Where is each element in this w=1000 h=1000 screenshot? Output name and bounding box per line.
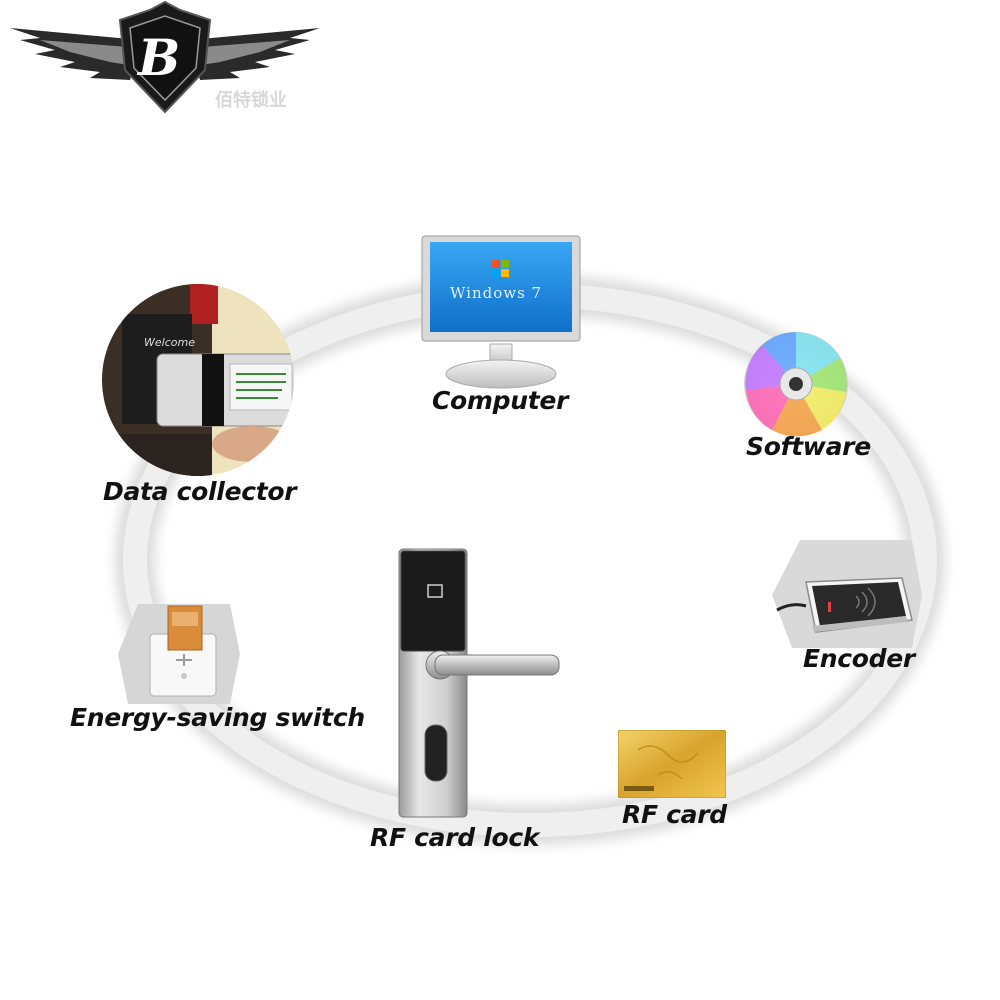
- screen-text: Windows 7: [450, 284, 543, 302]
- software-node: [742, 330, 850, 438]
- brand-logo: B 佰特锁业: [0, 0, 330, 125]
- logo-text: 佰特锁业: [215, 90, 287, 111]
- rf-card-node: [618, 730, 726, 798]
- energy-switch-icon: [118, 604, 240, 704]
- label-software: Software: [746, 432, 871, 461]
- rf-card-icon: [618, 730, 726, 798]
- collector-screen-text: Welcome: [144, 336, 195, 349]
- cd-icon: [744, 332, 848, 437]
- logo-letter: B: [138, 28, 181, 87]
- encoder-icon: [772, 540, 922, 648]
- encoder-node: [772, 540, 922, 650]
- computer-node: Windows 7: [420, 232, 585, 392]
- label-energy-switch: Energy-saving switch: [70, 703, 365, 732]
- data-collector-node: Welcome: [102, 284, 294, 476]
- label-computer: Computer: [432, 386, 569, 415]
- label-rf-card: RF card: [622, 800, 727, 829]
- rf-lock-node: [395, 545, 565, 820]
- winged-shield-icon: [10, 0, 320, 114]
- computer-icon: [421, 235, 581, 389]
- door-lock-icon: [398, 548, 560, 818]
- label-rf-card-lock: RF card lock: [370, 823, 540, 852]
- energy-switch-node: [118, 604, 240, 704]
- label-data-collector: Data collector: [103, 477, 297, 506]
- label-encoder: Encoder: [803, 644, 915, 673]
- data-collector-icon: [102, 284, 294, 476]
